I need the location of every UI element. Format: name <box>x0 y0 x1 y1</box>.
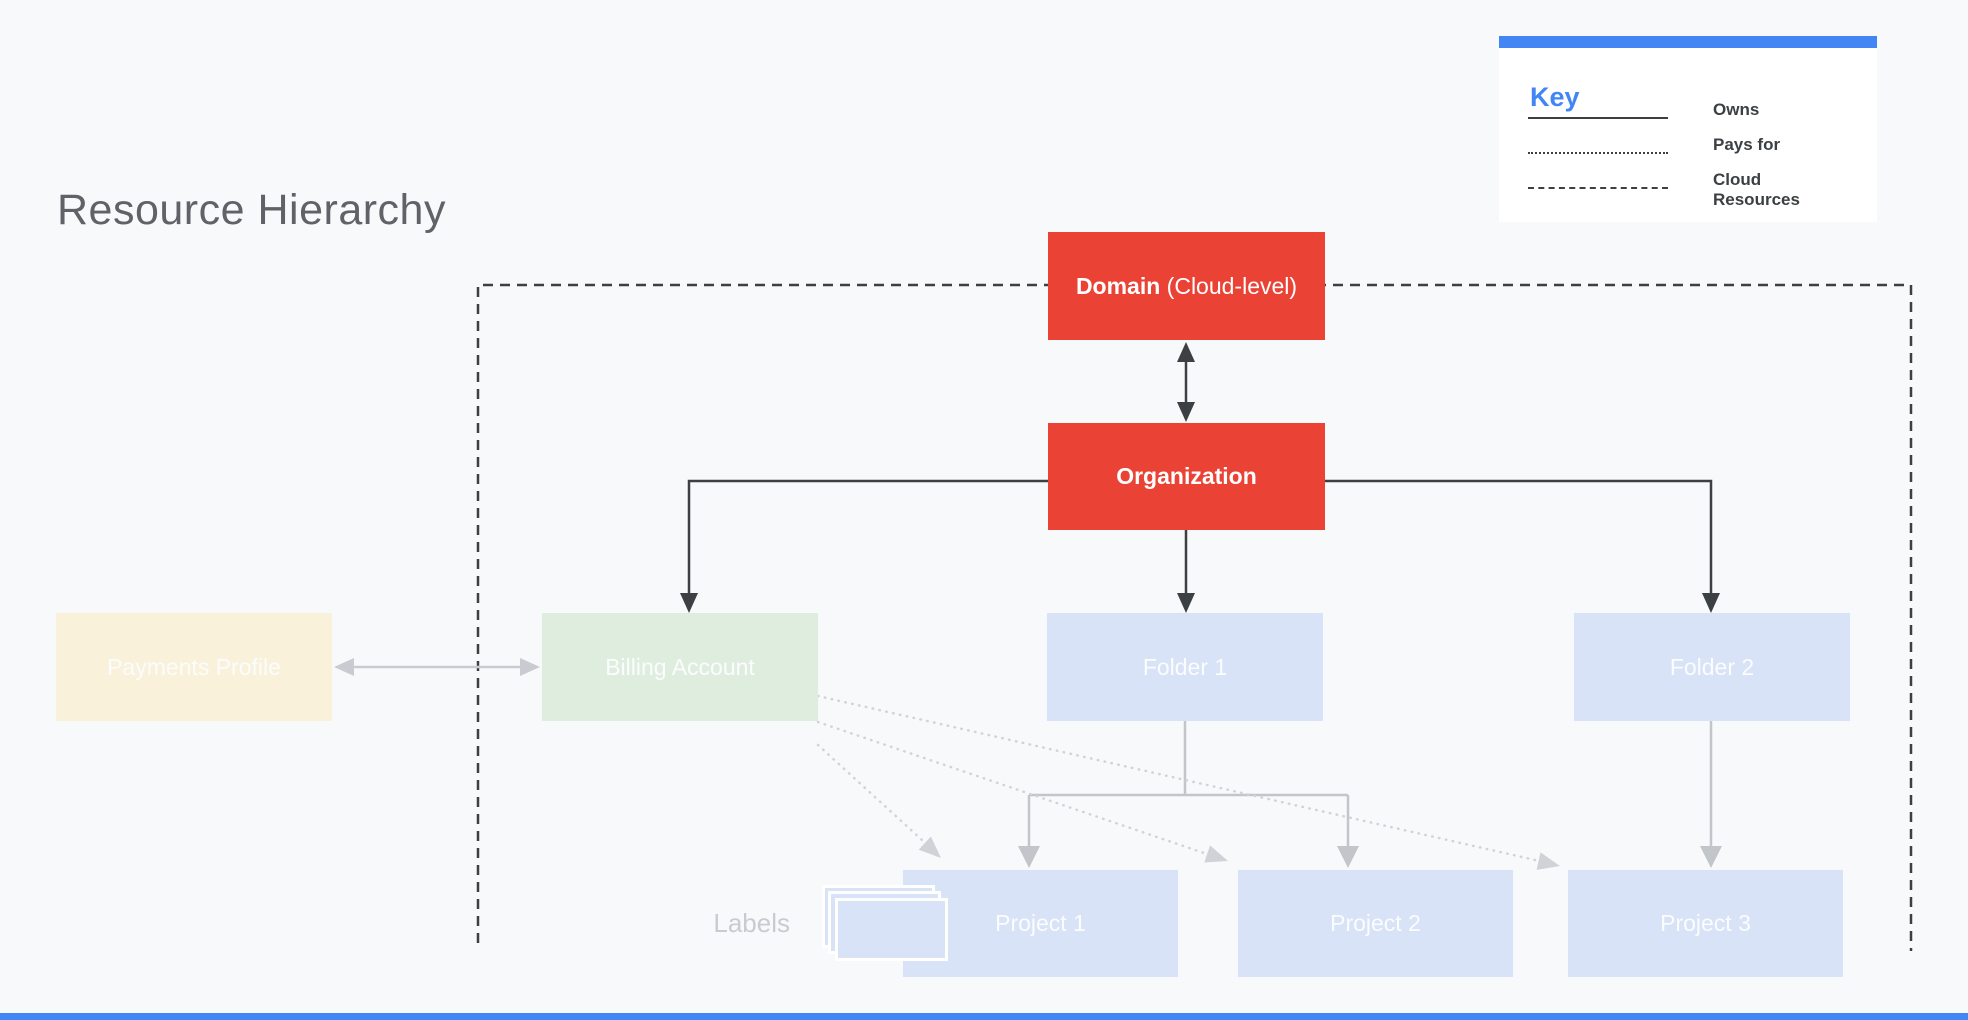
domain-node: Domain (Cloud-level) <box>1048 232 1325 340</box>
key-sample-owns-line <box>1528 117 1668 119</box>
label-card-front <box>835 898 948 961</box>
folder1-projects-connector <box>1018 721 1359 868</box>
project3-node: Project 3 <box>1568 870 1843 977</box>
cloud-resources-boundary-dashed-line <box>476 283 1913 951</box>
bottom-accent-bar <box>0 1013 1968 1020</box>
billing-account-node: Billing Account <box>542 613 818 721</box>
project2-node: Project 2 <box>1238 870 1513 977</box>
project1-node: Project 1 <box>903 870 1178 977</box>
labels-cards-icon <box>822 885 950 963</box>
payments-profile-node: Payments Profile <box>56 613 332 721</box>
domain-node-label-bold: Domain <box>1075 272 1161 299</box>
billing-paysfor-lines <box>816 694 1560 870</box>
organization-folder2-arrow <box>1323 479 1720 613</box>
labels-caption: Labels <box>713 908 790 938</box>
key-label-paysfor: Pays for <box>1713 135 1781 154</box>
key-label-cloudresources: Cloud Resources <box>1713 170 1800 209</box>
organization-billing-arrow <box>680 479 1048 613</box>
folder2-node: Folder 2 <box>1574 613 1850 721</box>
domain-organization-arrow <box>1177 342 1195 422</box>
folder2-project3-connector <box>1700 721 1722 868</box>
key-sample-paysfor-line <box>1528 152 1668 154</box>
organization-folder1-arrow <box>1177 530 1195 613</box>
organization-node: Organization <box>1048 423 1325 530</box>
payments-billing-arrow <box>334 658 540 676</box>
key-legend-accent-bar <box>1499 36 1877 48</box>
page-title: Resource Hierarchy <box>57 186 446 234</box>
folder1-node: Folder 1 <box>1047 613 1323 721</box>
key-legend: Key Owns Pays for Cloud Resources <box>1499 36 1877 222</box>
key-label-owns: Owns <box>1713 100 1760 119</box>
key-sample-cloudresources-line <box>1528 187 1668 189</box>
key-legend-title: Key <box>1530 82 1580 112</box>
domain-node-label-rest: (Cloud-level) <box>1160 272 1298 299</box>
